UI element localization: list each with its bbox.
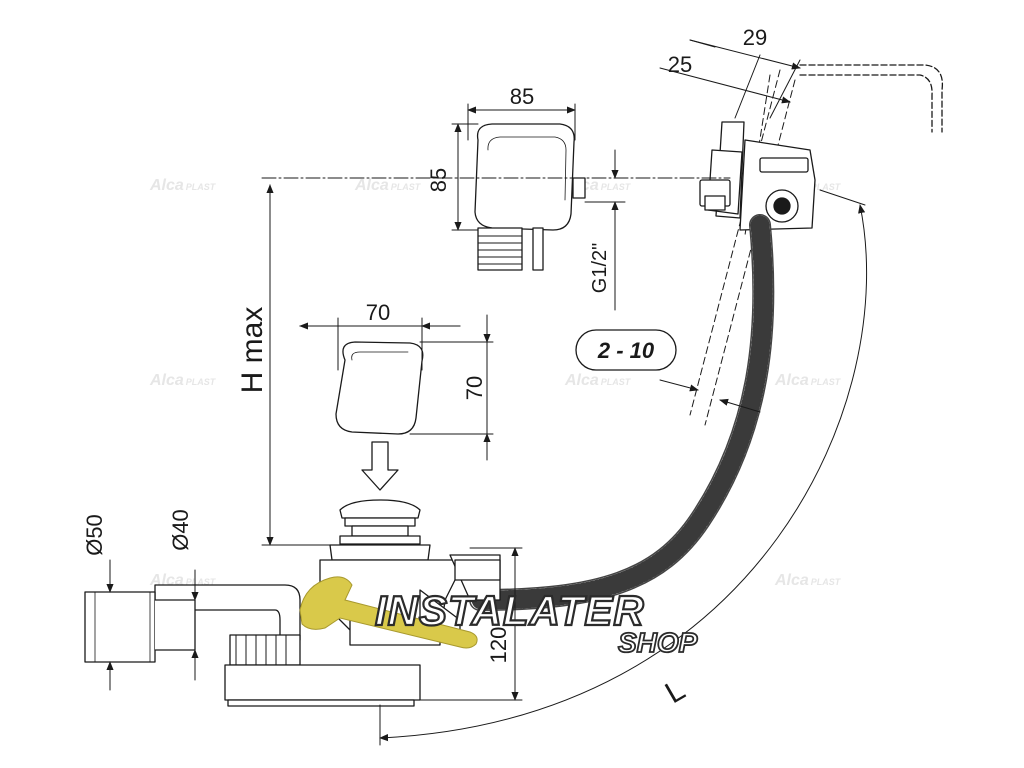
- dim-85-width: 85: [510, 84, 534, 109]
- flexible-hose: [469, 214, 775, 611]
- dim-length: L: [660, 673, 691, 710]
- dim-29: 29: [743, 25, 767, 50]
- outlet-pipe: [84, 584, 301, 663]
- logo-wrench-mark: [299, 576, 478, 649]
- logo-line1: INSTALATER: [375, 587, 645, 634]
- overflow-pipe-outline: [799, 64, 944, 133]
- down-arrow: [361, 441, 399, 491]
- dim-outlet-inner: Ø40: [168, 509, 193, 551]
- wall-range-badge: 2 - 10: [575, 329, 677, 371]
- overflow-rosette: [474, 123, 586, 271]
- dim-h-max: H max: [236, 307, 269, 394]
- dim-85-height: 85: [426, 168, 451, 192]
- drain-cap: [335, 341, 424, 435]
- dim-70-height: 70: [462, 376, 487, 400]
- wall-range-label: 2 - 10: [597, 338, 655, 363]
- dimension-lines: [106, 39, 868, 746]
- dim-trap-height: 120: [486, 627, 511, 664]
- drain-plug: [329, 499, 431, 561]
- dim-70-width: 70: [366, 300, 390, 325]
- dim-outlet-outer: Ø50: [82, 514, 107, 556]
- trap-base: [224, 634, 421, 707]
- dim-25: 25: [668, 52, 692, 77]
- shop-logo: INSTALATER SHOP: [299, 576, 699, 659]
- dim-thread: G1/2": [589, 243, 611, 293]
- overflow-head: [699, 121, 816, 231]
- logo-line2: SHOP: [618, 627, 698, 658]
